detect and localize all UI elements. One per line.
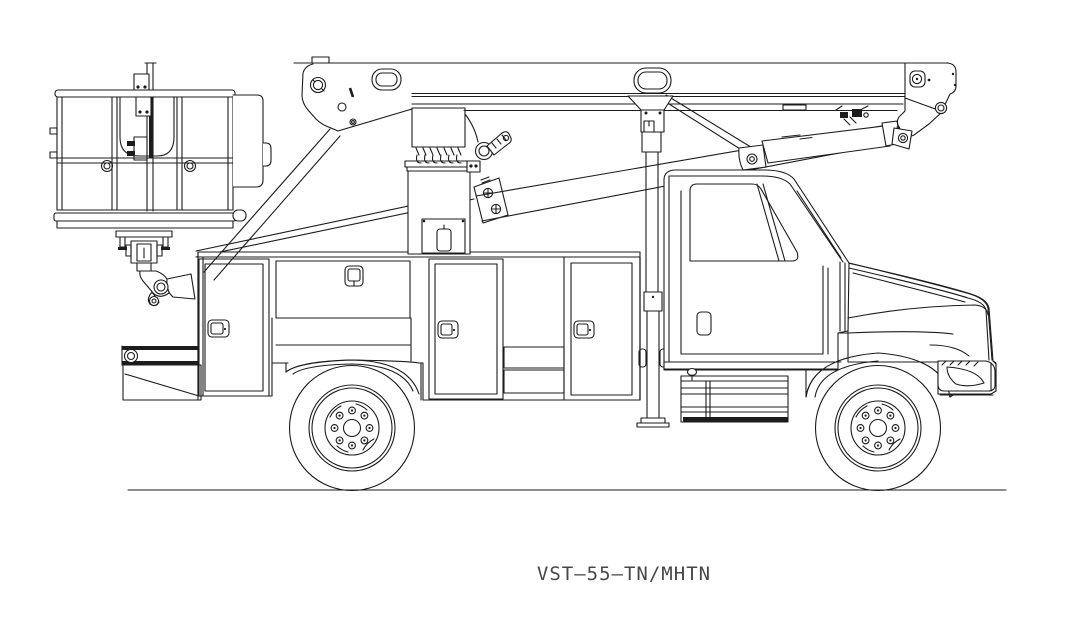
boom-tip-handhole <box>371 68 402 91</box>
upper-boom <box>293 56 957 150</box>
pedestal-hatch <box>421 218 466 254</box>
cab-step-box <box>680 367 789 423</box>
boom-tip-plate <box>301 56 413 132</box>
hose-elbow-fitting <box>464 113 512 161</box>
hose-fittings <box>835 105 869 126</box>
cab-door-window <box>689 183 799 262</box>
figure-label: VST–55–TN/MHTN <box>536 563 712 585</box>
door-handle <box>696 311 712 336</box>
turret-link-plate <box>473 176 509 224</box>
compartment-door-front <box>563 256 641 401</box>
platform-support-arm <box>203 128 341 281</box>
pedestal-turret <box>404 107 512 255</box>
boom-handhole <box>633 67 672 94</box>
turret-junction-box <box>411 107 466 148</box>
door-latch-icon <box>207 319 230 338</box>
door-latch-icon <box>344 265 364 287</box>
basket-mount-panel <box>232 94 272 188</box>
front-wheel <box>814 364 942 492</box>
lift-cylinder <box>657 94 905 171</box>
cylinder-barrel <box>761 125 891 164</box>
headlight-bumper-pod <box>937 360 996 396</box>
boom-saddle <box>627 95 674 133</box>
truck-cab <box>663 169 997 423</box>
platform-basket <box>49 62 341 307</box>
hose-bundle <box>415 147 462 164</box>
compartment-door-rear <box>198 258 270 397</box>
basket-rotator <box>115 230 196 307</box>
door-latch-icon <box>437 320 459 339</box>
door-latch-icon <box>573 320 595 339</box>
utility-body <box>197 251 641 401</box>
compartment-door-mid <box>428 258 504 400</box>
pedestal-column <box>407 170 471 255</box>
basket-mast <box>127 62 157 161</box>
compartment-door-horizontal <box>275 260 411 319</box>
rear-step-bumper <box>121 345 202 401</box>
boom-rest-post <box>636 131 670 428</box>
elbow-plate <box>891 62 957 150</box>
rear-wheel <box>288 364 416 492</box>
